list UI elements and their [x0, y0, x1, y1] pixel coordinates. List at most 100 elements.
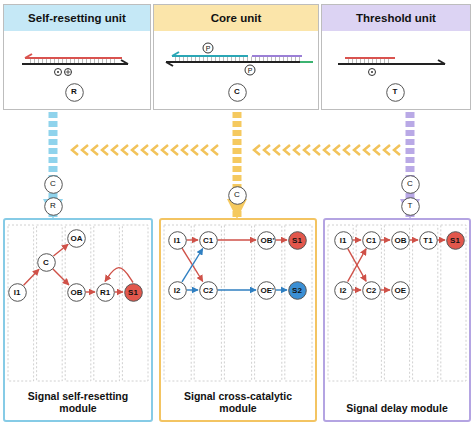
column-guide — [255, 225, 282, 381]
chevron — [152, 145, 158, 155]
chevron — [284, 145, 290, 155]
species-circle: I2 — [168, 281, 187, 300]
species-label: C — [234, 191, 240, 199]
species-circle: R — [65, 83, 84, 102]
chevron — [92, 145, 98, 155]
unit-panel: RSelf-resetting unit — [3, 4, 151, 110]
species-label: OE — [395, 287, 406, 295]
reaction-arrow — [182, 248, 203, 281]
species-label: S1 — [292, 237, 303, 245]
chevron — [132, 145, 138, 155]
module-title: Signal delay module — [329, 402, 465, 415]
species-circle: C — [228, 186, 247, 205]
species-circle: R — [44, 197, 63, 216]
species-label: C — [50, 180, 56, 188]
species-circle: C2 — [362, 281, 381, 300]
reaction-arrow — [218, 289, 257, 290]
reaction-arrow — [187, 289, 199, 290]
chevron — [102, 145, 108, 155]
species-label: T — [408, 202, 413, 210]
species-label: C — [407, 180, 413, 188]
column-guide — [356, 225, 381, 381]
module-title: Signal self-resetting module — [9, 390, 147, 415]
reaction-arrow — [276, 289, 288, 290]
dna-strands — [166, 43, 313, 75]
chevron — [112, 145, 118, 155]
chevron — [384, 145, 390, 155]
species-label: I1 — [338, 237, 349, 245]
chevron — [324, 145, 330, 155]
reaction-arrow — [348, 248, 366, 281]
column-guide — [413, 225, 438, 381]
species-label: S2 — [292, 287, 303, 295]
unit-header: Core unit — [154, 5, 318, 31]
reaction-arrow — [53, 269, 69, 285]
chevron — [212, 145, 218, 155]
chevron — [304, 145, 310, 155]
column-guide — [224, 225, 251, 381]
species-label: I1 — [172, 237, 183, 245]
phosphate-mark: P — [206, 45, 211, 52]
species-circle: I1 — [168, 231, 187, 250]
species-circle: C2 — [199, 281, 218, 300]
species-label: R — [69, 81, 79, 103]
module-title: Signal cross-catalytic module — [165, 390, 311, 415]
species-circle: S1 — [288, 231, 307, 250]
species-label: S1 — [128, 289, 139, 297]
column-guide — [285, 225, 312, 381]
species-circle: I1 — [334, 231, 353, 250]
species-circle: S2 — [288, 281, 307, 300]
species-label: OE' — [261, 287, 272, 295]
species-label: OB' — [261, 237, 272, 245]
species-circle: OE — [391, 281, 410, 300]
column-guides — [8, 225, 466, 381]
column-guide — [328, 225, 353, 381]
species-circle: OE' — [257, 281, 276, 300]
reaction-arrow — [187, 239, 199, 240]
species-label: C1 — [366, 237, 377, 245]
module-panel: I1 C1 OB' S1I2 C2 OE' S2Signal cross-catalytic… — [159, 218, 317, 422]
unit-header: Threshold unit — [322, 5, 470, 31]
species-circle: OA — [67, 229, 86, 248]
species-circle: C1 — [362, 231, 381, 250]
chevron — [394, 145, 400, 155]
dna-strands — [22, 54, 128, 76]
species-circle: T — [386, 83, 405, 102]
chevron — [334, 145, 340, 155]
chevron — [294, 145, 300, 155]
species-circle: S1 — [124, 283, 143, 302]
chevron — [344, 145, 350, 155]
phosphate-mark: P — [248, 67, 253, 74]
chevron — [192, 145, 198, 155]
species-circle: I1 — [8, 283, 27, 302]
species-circle: C — [44, 175, 63, 194]
species-label: T1 — [423, 237, 434, 245]
chevron — [202, 145, 208, 155]
column-guide — [37, 225, 63, 381]
chevron — [82, 145, 88, 155]
species-label: R — [50, 202, 56, 210]
chevron — [122, 145, 128, 155]
species-circle: OB' — [257, 231, 276, 250]
chevron — [374, 145, 380, 155]
chevron — [314, 145, 320, 155]
chevron — [72, 145, 78, 155]
column-guide — [384, 225, 409, 381]
species-circle: T — [401, 197, 420, 216]
chevron — [182, 145, 188, 155]
species-circle: C1 — [199, 231, 218, 250]
species-label: I1 — [12, 289, 23, 297]
reaction-arrow — [353, 289, 362, 290]
reaction-arrow — [105, 268, 133, 283]
chevron — [172, 145, 178, 155]
species-label: C2 — [203, 287, 214, 295]
species-label: T — [391, 81, 400, 103]
chevron — [162, 145, 168, 155]
species-circle: OB — [391, 231, 410, 250]
reaction-arrow — [218, 239, 257, 240]
chevron — [364, 145, 370, 155]
reaction-arrow — [381, 289, 391, 290]
species-label: R1 — [100, 289, 111, 297]
reaction-arrow — [276, 239, 288, 240]
